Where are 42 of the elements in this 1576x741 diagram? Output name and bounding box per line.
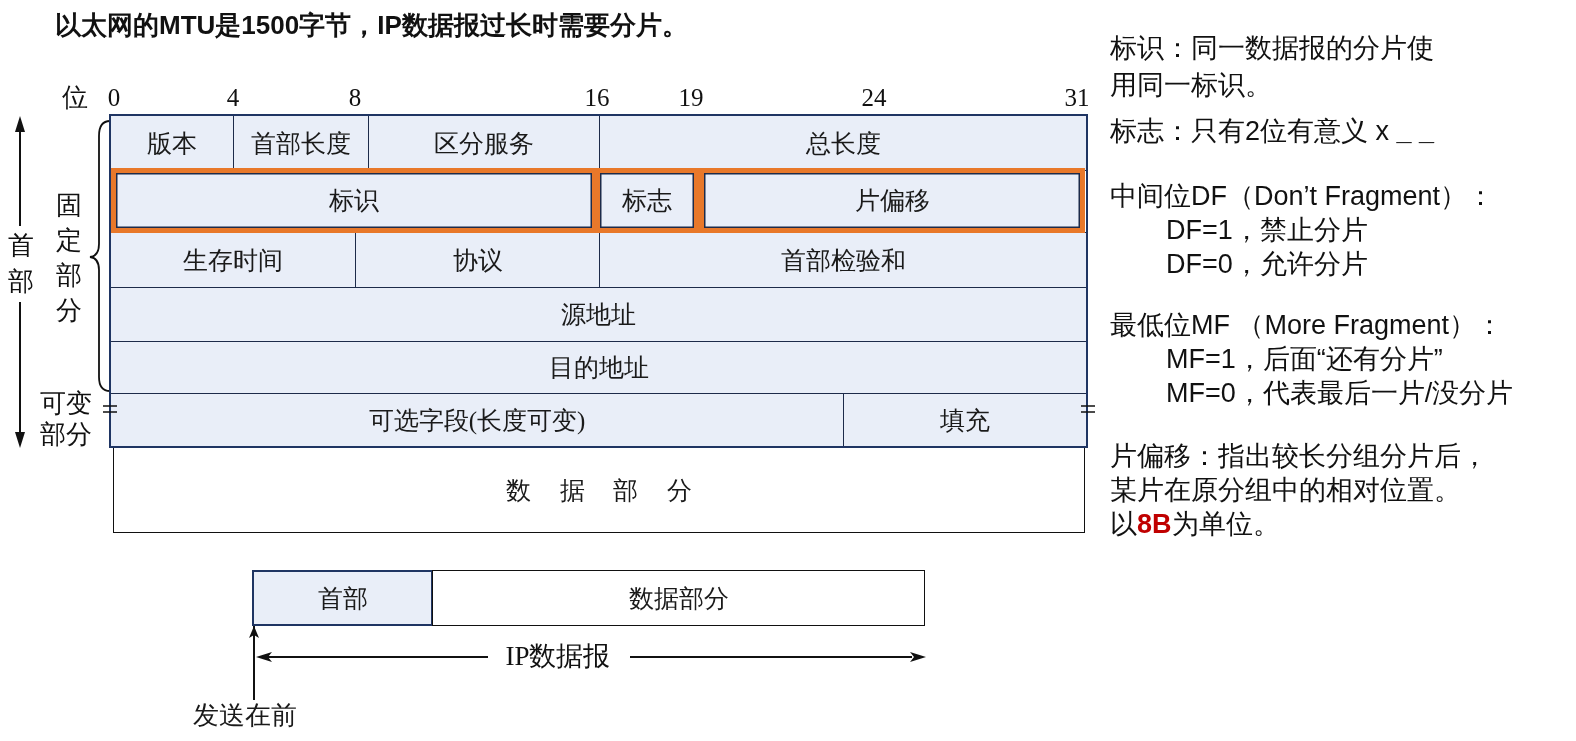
highlighted-field-box: 片偏移 bbox=[699, 168, 1085, 233]
bit-number: 19 bbox=[678, 83, 704, 113]
bit-number: 31 bbox=[1064, 83, 1090, 113]
bit-number: 0 bbox=[107, 83, 121, 113]
note-text: MF=1，后面“还有分片” bbox=[1166, 343, 1443, 376]
highlighted-field-box: 标志 bbox=[595, 168, 699, 233]
data-box: 数 据 部 分 bbox=[113, 447, 1085, 533]
axis-label: 位 bbox=[62, 82, 88, 114]
annotation-text: 发送在前 bbox=[193, 700, 297, 733]
field-box: 首部长度 bbox=[233, 115, 369, 171]
field-box: 协议 bbox=[355, 232, 600, 288]
field-box: 目的地址 bbox=[110, 341, 1087, 394]
field-box: 区分服务 bbox=[368, 115, 600, 171]
bit-number: 24 bbox=[861, 83, 887, 113]
note-text: 最低位MF （More Fragment）： bbox=[1110, 309, 1504, 342]
field-box: 源地址 bbox=[110, 287, 1087, 342]
field-box: 填充 bbox=[843, 393, 1087, 447]
highlighted-field-box: 标识 bbox=[111, 168, 597, 233]
page-title: 以太网的MTU是1500字节，IP数据报过长时需要分片。 bbox=[55, 9, 688, 42]
field-box: 总长度 bbox=[599, 115, 1087, 171]
field-box: 版本 bbox=[110, 115, 234, 171]
field-box: 生存时间 bbox=[110, 232, 356, 288]
note-text: DF=1，禁止分片 bbox=[1166, 214, 1368, 247]
dimension-label: IP数据报 bbox=[505, 640, 611, 673]
data-box: 数据部分 bbox=[432, 570, 925, 626]
note-text: 中间位DF（Don’t Fragment）： bbox=[1110, 180, 1495, 213]
note-text: 标识：同一数据报的分片使用同一标识。 bbox=[1110, 32, 1435, 102]
note-text: 标志：只有2位有意义 x _ _ bbox=[1110, 115, 1435, 148]
section-label: 可变部分 bbox=[40, 388, 93, 451]
field-box: 可选字段(长度可变) bbox=[110, 393, 844, 447]
bit-number: 16 bbox=[584, 83, 610, 113]
arrow bbox=[249, 625, 259, 701]
header-box: 首部 bbox=[252, 570, 433, 626]
dimension-label: 首部 bbox=[8, 230, 35, 299]
note-text: DF=0，允许分片 bbox=[1166, 248, 1368, 281]
brace-label: 固定部分 bbox=[56, 190, 83, 328]
bit-number: 4 bbox=[226, 83, 240, 113]
note-text: 片偏移：指出较长分组分片后，某片在原分组中的相对位置。 bbox=[1110, 440, 1489, 507]
note-text: 以8B为单位。 bbox=[1110, 508, 1280, 541]
bit-number: 8 bbox=[348, 83, 362, 113]
field-box: 首部检验和 bbox=[599, 232, 1087, 288]
note-text: MF=0，代表最后一片/没分片 bbox=[1166, 377, 1514, 410]
